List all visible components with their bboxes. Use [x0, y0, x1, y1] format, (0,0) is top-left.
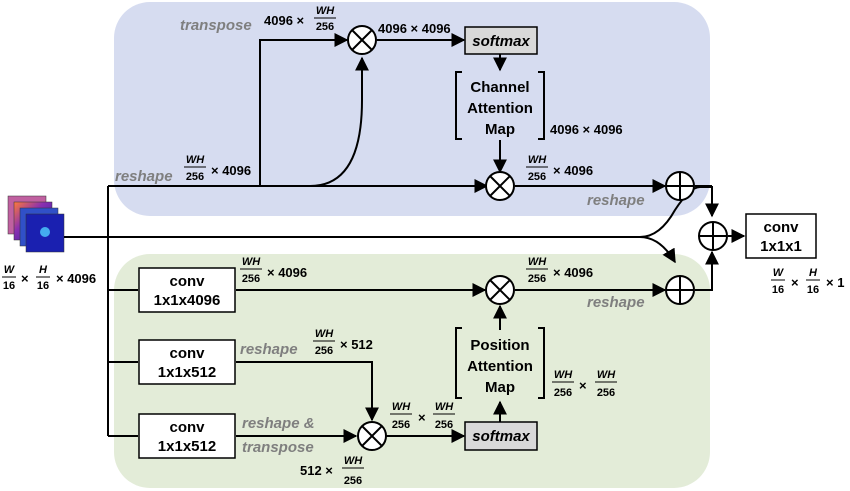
svg-text:WH: WH: [528, 256, 547, 268]
transpose-dimension-label: 4096 × WH 256: [264, 5, 336, 33]
svg-text:WH: WH: [528, 154, 547, 166]
svg-text:256: 256: [554, 387, 572, 399]
output-dimension-label: W 16 × H 16 × 1: [771, 267, 844, 296]
svg-text:256: 256: [392, 419, 410, 431]
conv-1x1x4096-box: conv 1x1x4096: [138, 267, 236, 313]
svg-text:1x1x512: 1x1x512: [158, 364, 216, 381]
svg-text:256: 256: [316, 21, 334, 33]
conv-1x1x1-box: conv 1x1x1: [745, 213, 817, 259]
conv3-dimension-label: 512 × WH 256: [300, 455, 364, 487]
svg-text:256: 256: [597, 387, 615, 399]
svg-text:WH: WH: [316, 5, 335, 17]
svg-text:WH: WH: [392, 401, 411, 413]
svg-text:conv: conv: [169, 345, 205, 362]
svg-text:softmax: softmax: [472, 428, 530, 445]
svg-text:× 4096: × 4096: [553, 163, 593, 178]
softmax-box-bottom: softmax: [464, 421, 538, 451]
svg-text:16: 16: [807, 284, 819, 296]
svg-text:Attention: Attention: [467, 358, 533, 375]
svg-text:softmax: softmax: [472, 33, 530, 50]
svg-text:16: 16: [772, 284, 784, 296]
svg-text:× 1: × 1: [826, 275, 844, 290]
svg-text:WH: WH: [597, 369, 616, 381]
svg-text:× 4096: × 4096: [56, 271, 96, 286]
svg-text:1x1x1: 1x1x1: [760, 238, 802, 255]
input-dimension-label: W 16 × H 16 × 4096: [2, 264, 96, 292]
svg-text:conv: conv: [169, 419, 205, 436]
svg-text:H: H: [39, 264, 48, 276]
svg-text:WH: WH: [344, 455, 363, 467]
svg-text:Map: Map: [485, 121, 515, 138]
reshape-label-conv2: reshape: [240, 341, 298, 358]
softmax-box-top: softmax: [464, 26, 538, 55]
svg-text:WH: WH: [435, 401, 454, 413]
reshape-label-bottom-right: reshape: [587, 294, 645, 311]
channel-attention-map: Channel Attention Map: [455, 71, 545, 140]
svg-text:WH: WH: [186, 154, 205, 166]
svg-text:× 4096: × 4096: [553, 265, 593, 280]
position-attention-panel: [114, 254, 710, 488]
sum-node-final: [698, 221, 728, 251]
svg-text:256: 256: [435, 419, 453, 431]
svg-text:×: ×: [791, 275, 799, 290]
conv1-dimension-label: WH 256 × 4096: [240, 256, 307, 285]
conv-1x1x512-box-a: conv 1x1x512: [138, 339, 236, 385]
conv-1x1x512-box-b: conv 1x1x512: [138, 413, 236, 459]
svg-text:256: 256: [186, 171, 204, 183]
matmul-node-top-1: [347, 25, 377, 55]
matmul-node-bottom-1: [357, 421, 387, 451]
svg-text:Position: Position: [470, 337, 529, 354]
svg-text:256: 256: [528, 273, 546, 285]
svg-text:256: 256: [528, 171, 546, 183]
reshape-transpose-label-line2: transpose: [242, 439, 314, 456]
svg-text:W: W: [4, 264, 16, 276]
matmul-top-output-dimension: 4096 × 4096: [378, 21, 451, 36]
reshape-transpose-label-line1: reshape &: [242, 415, 315, 432]
svg-text:× 512: × 512: [340, 337, 373, 352]
svg-text:conv: conv: [763, 219, 799, 236]
svg-text:4096 ×: 4096 ×: [264, 13, 305, 28]
connections: [64, 33, 746, 443]
svg-text:Channel: Channel: [470, 79, 529, 96]
svg-text:×: ×: [21, 271, 29, 286]
svg-text:WH: WH: [242, 256, 261, 268]
reshape-label-top-left: reshape: [115, 168, 173, 185]
svg-text:256: 256: [315, 345, 333, 357]
svg-text:256: 256: [344, 475, 362, 487]
conv2-dimension-label: WH 256 × 512: [313, 328, 373, 357]
svg-text:WH: WH: [315, 328, 334, 340]
input-feature-map-icon: [7, 195, 65, 253]
svg-text:× 4096: × 4096: [211, 163, 251, 178]
sum-node-top: [665, 171, 695, 201]
svg-text:16: 16: [3, 280, 15, 292]
cam-dimension-label: 4096 × 4096: [550, 122, 623, 137]
svg-text:W: W: [773, 267, 785, 279]
svg-text:Attention: Attention: [467, 100, 533, 117]
matmul-top2-output-dimension: WH 256 × 4096: [526, 154, 593, 183]
svg-text:Map: Map: [485, 379, 515, 396]
svg-text:16: 16: [37, 280, 49, 292]
svg-text:WH: WH: [554, 369, 573, 381]
reshape-label-top-right: reshape: [587, 192, 645, 209]
transpose-label: transpose: [180, 17, 252, 34]
svg-text:1x1x4096: 1x1x4096: [154, 292, 221, 309]
matmul-node-top-2: [485, 171, 515, 201]
matmul-node-bottom-2: [485, 275, 515, 305]
matmul-bottom2-output-dimension: WH 256 × 4096: [526, 256, 593, 285]
svg-text:conv: conv: [169, 273, 205, 290]
channel-attention-panel: [114, 2, 710, 216]
svg-text:512 ×: 512 ×: [300, 463, 333, 478]
position-attention-map: Position Attention Map: [455, 327, 545, 399]
svg-text:1x1x512: 1x1x512: [158, 438, 216, 455]
svg-text:×: ×: [418, 410, 426, 425]
reshape-top-dimension-label: WH 256 × 4096: [184, 154, 251, 183]
svg-text:× 4096: × 4096: [267, 265, 307, 280]
svg-text:H: H: [809, 267, 818, 279]
sum-node-bottom: [665, 275, 695, 305]
svg-text:×: ×: [579, 378, 587, 393]
pam-dimension-label: WH 256 × WH 256: [552, 369, 617, 399]
matmul-bottom1-output-dimension: WH 256 × WH 256: [390, 401, 455, 431]
svg-text:256: 256: [242, 273, 260, 285]
